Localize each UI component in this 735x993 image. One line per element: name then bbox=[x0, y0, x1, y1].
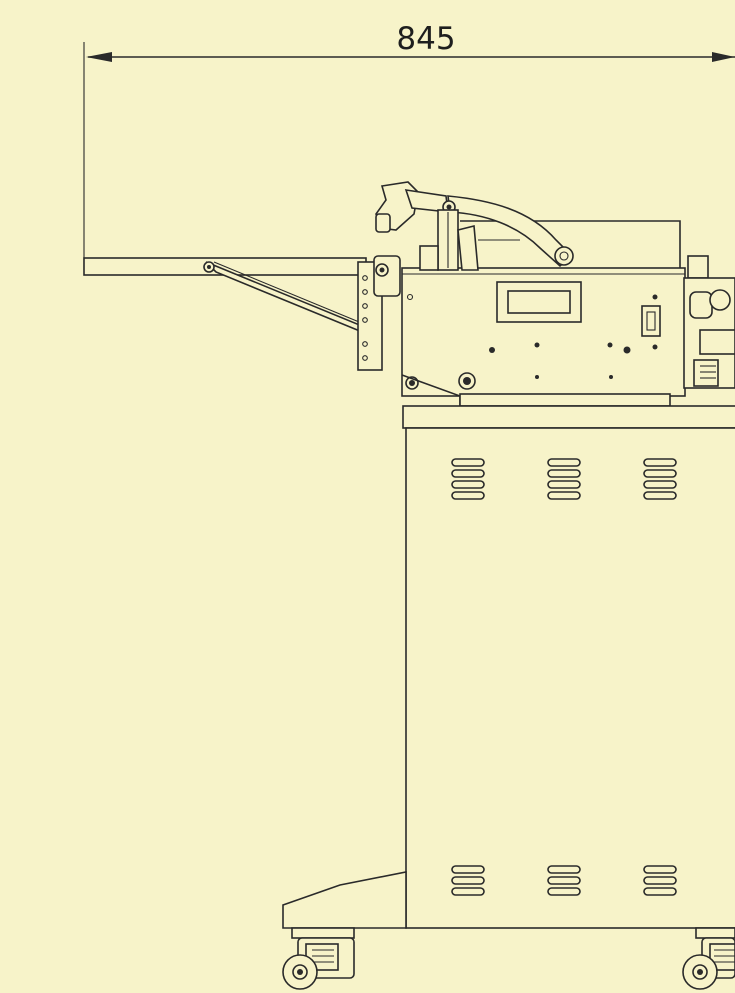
cutting-head-unit bbox=[401, 220, 686, 407]
vent-slot-set bbox=[547, 458, 581, 500]
cabinet-top-plate bbox=[402, 405, 735, 429]
vent-slot-set bbox=[451, 865, 485, 896]
bracket-clamp bbox=[373, 255, 401, 297]
dimension-arrow-right bbox=[712, 52, 735, 62]
lever-pivot bbox=[554, 246, 574, 266]
dimension-annotation: 845 bbox=[83, 21, 735, 270]
side-actuator-assembly bbox=[683, 255, 735, 389]
regulator-cap bbox=[687, 255, 709, 279]
cabinet-body bbox=[405, 427, 735, 929]
vent-slot-set bbox=[451, 458, 485, 500]
dimension-arrow-left bbox=[86, 52, 112, 62]
head-base bbox=[459, 393, 671, 407]
base-foot-extension bbox=[282, 871, 407, 929]
cabinet-stand bbox=[282, 405, 735, 929]
vent-slot-set bbox=[643, 865, 677, 896]
operating-lever bbox=[375, 181, 574, 271]
caster-left bbox=[282, 927, 355, 990]
dimension-value-label: 845 bbox=[396, 21, 455, 57]
display-window-inner bbox=[507, 290, 571, 314]
vent-slot-set bbox=[643, 458, 677, 500]
mounting-bracket bbox=[357, 255, 401, 371]
upper-vent-group bbox=[451, 458, 677, 500]
caster-right bbox=[682, 927, 735, 990]
power-switch bbox=[641, 305, 661, 337]
vent-slot-set bbox=[547, 865, 581, 896]
infeed-shelf bbox=[83, 257, 374, 337]
lower-vent-group bbox=[451, 865, 677, 896]
